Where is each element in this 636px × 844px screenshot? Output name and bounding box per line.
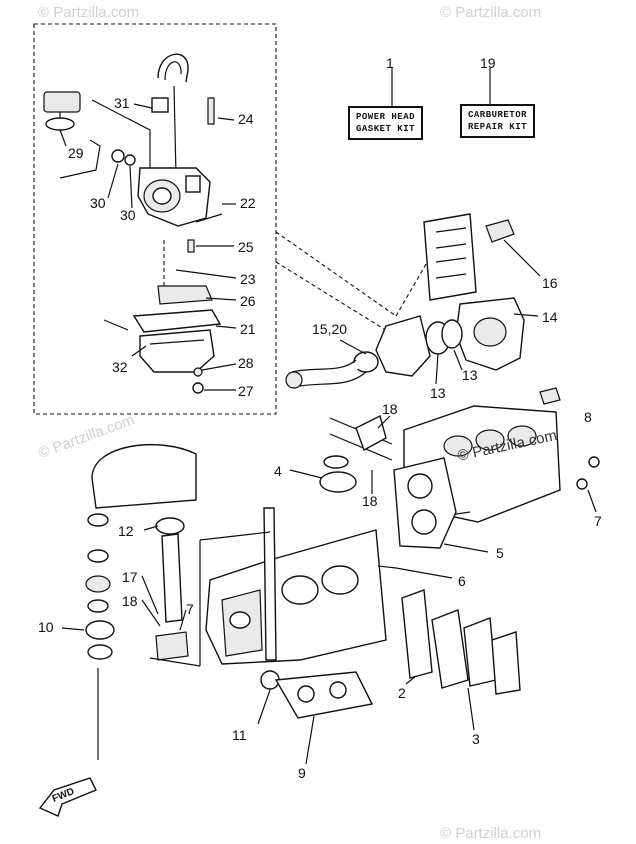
watermark: © Partzilla.com: [38, 4, 140, 21]
kit-label-line: POWER HEAD: [356, 112, 416, 122]
watermark: © Partzilla.com: [440, 825, 542, 842]
exhaust-covers: [401, 589, 521, 695]
fwd-arrow-shape: [38, 777, 97, 817]
callout-7: 7: [186, 601, 194, 617]
power-head-gasket-kit-label: POWER HEAD GASKET KIT: [348, 106, 424, 140]
callout-7: 7: [594, 513, 602, 529]
callout-8: 8: [584, 409, 592, 425]
callout-14: 14: [542, 309, 558, 325]
callout-13: 13: [462, 367, 478, 383]
carburetor-assembly: [43, 53, 223, 394]
kit-label-line: CARBURETOR: [468, 110, 528, 120]
kit-number-power-head: 1: [386, 55, 394, 71]
callout-3: 3: [472, 731, 480, 747]
callout-6: 6: [458, 573, 466, 589]
callout-28: 28: [238, 355, 254, 371]
watermark: © Partzilla.com: [440, 4, 542, 21]
callout-29: 29: [68, 145, 84, 161]
callout-12: 12: [118, 523, 134, 539]
callout-18: 18: [362, 493, 378, 509]
cylinder-head-assembly: [319, 387, 600, 549]
callout-24: 24: [238, 111, 254, 127]
callout-22: 22: [240, 195, 256, 211]
callout-2: 2: [398, 685, 406, 701]
callout-23: 23: [240, 271, 256, 287]
callout-32: 32: [112, 359, 128, 375]
callout-25: 25: [238, 239, 254, 255]
callout-31: 31: [114, 95, 130, 111]
callout-30: 30: [120, 207, 136, 223]
carburetor-group-boundary: [33, 23, 277, 415]
callout-26: 26: [240, 293, 256, 309]
callout-21: 21: [240, 321, 256, 337]
kit-label-line: GASKET KIT: [356, 124, 416, 134]
callout-27: 27: [238, 383, 254, 399]
carburetor-repair-kit-label: CARBURETOR REPAIR KIT: [460, 104, 536, 138]
callout-13: 13: [430, 385, 446, 401]
connector-line: [275, 261, 393, 335]
connector-line: [275, 231, 397, 317]
callout-18: 18: [122, 593, 138, 609]
callout-5: 5: [496, 545, 504, 561]
callout-11: 11: [232, 727, 247, 743]
callout-10: 10: [38, 619, 54, 635]
callout-4: 4: [274, 463, 282, 479]
callout-16: 16: [542, 275, 558, 291]
crankshaft-assembly: [85, 443, 201, 760]
intake-assembly: [285, 213, 541, 389]
callout-9: 9: [298, 765, 306, 781]
callout-17: 17: [122, 569, 138, 585]
kit-label-line: REPAIR KIT: [468, 122, 528, 132]
callout-30: 30: [90, 195, 106, 211]
crankcase-assembly: [199, 507, 397, 719]
callout-18: 18: [382, 401, 398, 417]
callout-15-20: 15,20: [312, 321, 348, 337]
leader-lines: [59, 68, 597, 765]
kit-number-carburetor: 19: [480, 55, 496, 71]
